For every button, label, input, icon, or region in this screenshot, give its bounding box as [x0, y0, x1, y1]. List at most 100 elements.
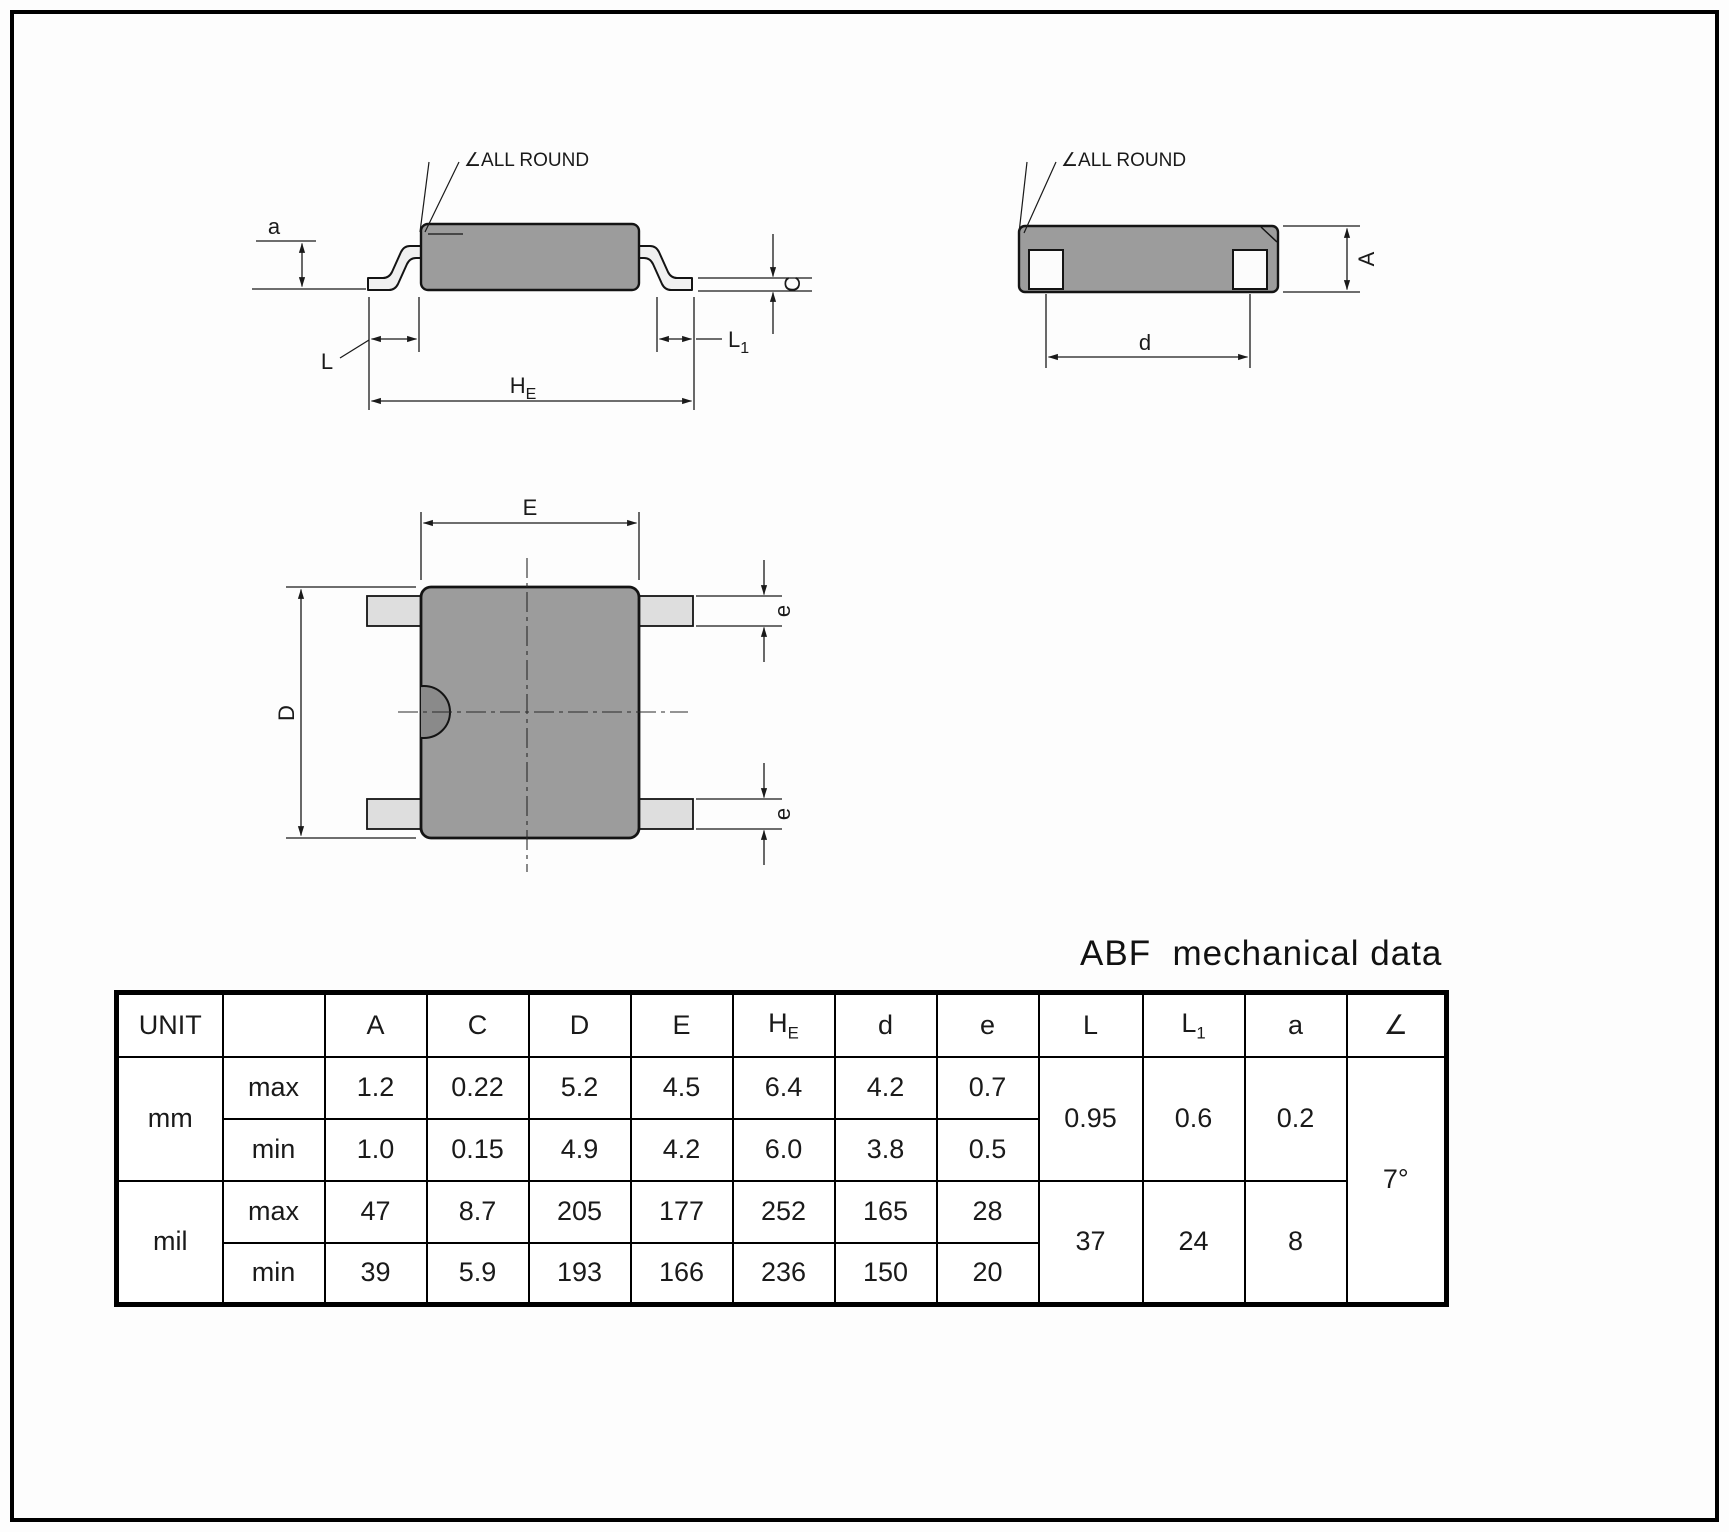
header-L: L — [1037, 991, 1144, 1058]
value-cell-mm-L1: 0.6 — [1141, 1055, 1246, 1182]
header-a: a — [1243, 991, 1348, 1058]
dim-HE-label: HE — [510, 373, 537, 403]
value-cell: 166 — [629, 1241, 734, 1306]
dim-e-bottom-label: e — [770, 808, 795, 820]
technical-drawings: ∠ALL ROUND a C L — [252, 150, 1379, 872]
mechanical-data-table: UNIT A C D E HE d e L L1 a ∠ mm max 1.2 … — [114, 990, 1449, 1307]
dim-a-label: a — [268, 214, 281, 239]
value-cell: 5.2 — [527, 1055, 632, 1120]
table-row-mm-min: min 1.0 0.15 4.9 4.2 6.0 3.8 0.5 — [117, 1117, 1447, 1182]
value-cell-mm-L: 0.95 — [1037, 1055, 1144, 1182]
value-cell: 39 — [323, 1241, 428, 1306]
dim-d-label: d — [1139, 330, 1151, 355]
left-pad — [1028, 249, 1064, 290]
value-cell: 0.15 — [425, 1117, 530, 1182]
value-cell: 4.2 — [629, 1117, 734, 1182]
value-cell: 1.0 — [323, 1117, 428, 1182]
value-cell-mil-a: 8 — [1243, 1179, 1348, 1306]
dim-D — [286, 586, 416, 839]
all-round-callout-end — [1018, 161, 1057, 234]
table-row-mil-min: min 39 5.9 193 166 236 150 20 — [117, 1241, 1447, 1306]
value-cell: 8.7 — [425, 1179, 530, 1244]
table-row-mm-max: mm max 1.2 0.22 5.2 4.5 6.4 4.2 0.7 0.95… — [115, 1055, 1448, 1306]
row-label-min: min — [221, 1241, 326, 1306]
value-cell: 0.22 — [425, 1055, 530, 1120]
all-round-callout-side — [419, 161, 460, 233]
header-e: e — [935, 991, 1040, 1058]
corner-chamfer — [1260, 226, 1278, 243]
value-cell: 3.8 — [833, 1117, 938, 1182]
lead-bottom-right — [636, 798, 694, 830]
dim-e-top — [696, 560, 782, 662]
dim-L-label: L — [321, 349, 333, 374]
dim-A-label: A — [1354, 251, 1379, 266]
header-d: d — [833, 991, 938, 1058]
value-cell: 150 — [833, 1241, 938, 1306]
right-pad — [1232, 249, 1268, 290]
unit-mil: mil — [115, 1179, 224, 1306]
dim-C — [698, 234, 812, 334]
value-cell: 5.9 — [425, 1241, 530, 1306]
package-body-end — [1017, 224, 1280, 294]
value-cell: 165 — [833, 1179, 938, 1244]
dim-L1 — [656, 297, 722, 410]
value-cell: 20 — [935, 1241, 1040, 1306]
centerlines — [398, 558, 688, 872]
value-cell: 1.2 — [323, 1055, 428, 1120]
dim-a — [252, 240, 366, 290]
header-HE: HE — [731, 991, 836, 1058]
value-cell: 6.0 — [731, 1117, 836, 1182]
dim-D-label: D — [274, 705, 299, 721]
header-A: A — [323, 991, 428, 1058]
value-cell-mil-L1: 24 — [1141, 1179, 1246, 1306]
dim-E-label: E — [523, 495, 538, 520]
dim-e-top-label: e — [770, 605, 795, 617]
row-label-max: max — [221, 1179, 326, 1244]
lead-top-left — [366, 595, 424, 627]
end-view: ∠ALL ROUND A d — [1017, 150, 1379, 368]
lead-bottom-left — [366, 798, 424, 830]
value-cell: 0.7 — [935, 1055, 1040, 1120]
value-cell: 193 — [527, 1241, 632, 1306]
row-label-max: max — [221, 1055, 326, 1120]
header-unit: UNIT — [115, 991, 224, 1058]
unit-mm: mm — [115, 1055, 224, 1182]
right-lead — [638, 245, 693, 291]
value-cell: 4.9 — [527, 1117, 632, 1182]
dim-A — [1283, 225, 1360, 293]
value-cell: 47 — [323, 1179, 428, 1244]
header-blank — [221, 991, 326, 1058]
lead-top-right — [636, 595, 694, 627]
value-cell: 6.4 — [731, 1055, 836, 1120]
header-E: E — [629, 991, 734, 1058]
header-angle: ∠ — [1345, 991, 1448, 1058]
all-round-label-end: ∠ALL ROUND — [1061, 150, 1186, 171]
package-body-side — [419, 222, 641, 292]
value-cell: 177 — [629, 1179, 734, 1244]
dim-E — [420, 512, 640, 580]
page-border-frame — [10, 10, 1719, 1522]
value-cell-mm-a: 0.2 — [1243, 1055, 1348, 1182]
page-title: ABF mechanical data — [1080, 934, 1443, 973]
value-cell: 252 — [731, 1179, 836, 1244]
dim-e-bottom — [696, 763, 782, 865]
dim-L — [339, 297, 420, 410]
header-C: C — [425, 991, 530, 1058]
value-cell-angle: 7° — [1345, 1055, 1448, 1306]
value-cell: 28 — [935, 1179, 1040, 1244]
value-cell: 0.5 — [935, 1117, 1040, 1182]
left-lead — [367, 245, 422, 291]
header-D: D — [527, 991, 632, 1058]
dim-C-label: C — [780, 276, 805, 292]
value-cell: 4.2 — [833, 1055, 938, 1120]
value-cell: 205 — [527, 1179, 632, 1244]
value-cell: 236 — [731, 1241, 836, 1306]
dim-d — [1045, 294, 1251, 368]
value-cell-mil-L: 37 — [1037, 1179, 1144, 1306]
table-row-mil-max: mil max 47 8.7 205 177 252 165 28 37 24 … — [115, 1179, 1447, 1306]
header-L1: L1 — [1141, 991, 1246, 1058]
table-header-row: UNIT A C D E HE d e L L1 a ∠ — [115, 991, 1448, 1058]
value-cell: 4.5 — [629, 1055, 734, 1120]
row-label-min: min — [221, 1117, 326, 1182]
